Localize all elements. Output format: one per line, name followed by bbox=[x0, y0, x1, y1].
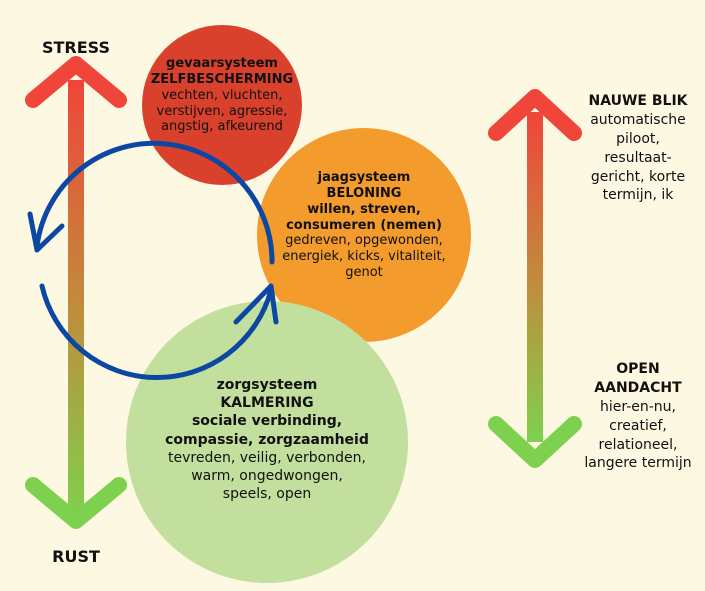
cycle-arrow-lower bbox=[39, 283, 274, 381]
threat-text: gevaarsysteem ZELFBESCHERMING vechten, v… bbox=[150, 56, 294, 135]
threat-subtitle: ZELFBESCHERMING bbox=[150, 71, 294, 87]
stress-rust-arrow bbox=[25, 56, 127, 529]
open-attention-line: hier-en-nu, bbox=[599, 398, 677, 415]
open-attention-title-1: OPEN bbox=[616, 361, 660, 377]
narrow-focus-line: piloot, bbox=[616, 130, 660, 147]
open-attention-title-2: AANDACHT bbox=[594, 379, 682, 396]
cycle-arrowhead-upper bbox=[27, 211, 65, 253]
drive-title: jaagsysteem bbox=[317, 170, 411, 185]
drive-circle bbox=[257, 128, 471, 342]
open-attention-text: OPEN AANDACHT hier-en-nu, creatief, rela… bbox=[574, 360, 702, 473]
drive-bold-line: consumeren (nemen) bbox=[286, 217, 442, 233]
narrow-focus-line: automatische bbox=[590, 111, 686, 128]
drive-line: gedreven, opgewonden, bbox=[285, 233, 443, 249]
attention-arrow bbox=[488, 89, 582, 468]
drive-subtitle: BELONING bbox=[326, 185, 402, 201]
narrow-focus-line: gericht, korte bbox=[590, 168, 686, 185]
soothe-line: warm, ongedwongen, bbox=[191, 467, 343, 484]
threat-line: angstig, afkeurend bbox=[161, 119, 283, 135]
soothe-subtitle: KALMERING bbox=[220, 395, 314, 412]
narrow-focus-line: termijn, ik bbox=[602, 187, 674, 204]
threat-line: vechten, vluchten, bbox=[161, 87, 283, 103]
drive-line: genot bbox=[345, 265, 383, 281]
soothe-text: zorgsysteem KALMERING sociale verbinding… bbox=[150, 376, 384, 503]
soothe-line: speels, open bbox=[222, 486, 312, 503]
stress-label: STRESS bbox=[41, 38, 110, 57]
drive-line: energiek, kicks, vitaliteit, bbox=[282, 249, 446, 265]
rust-label: RUST bbox=[52, 547, 100, 566]
soothe-line: tevreden, veilig, verbonden, bbox=[168, 449, 366, 466]
soothe-bold-line: sociale verbinding, bbox=[191, 413, 343, 430]
narrow-focus-text: NAUWE BLIK automatische piloot, resultaa… bbox=[578, 92, 698, 205]
cycle-arrows bbox=[27, 140, 279, 381]
threat-line: verstijven, agressie, bbox=[156, 103, 288, 119]
drive-bold-line: willen, streven, bbox=[307, 201, 421, 217]
cycle-arrow-upper bbox=[34, 140, 275, 265]
open-attention-line: langere termijn bbox=[584, 455, 692, 472]
drive-text: jaagsysteem BELONING willen, streven, co… bbox=[276, 170, 452, 281]
open-attention-line: relationeel, bbox=[598, 436, 678, 453]
cycle-arrowhead-lower bbox=[233, 283, 279, 325]
soothe-title: zorgsysteem bbox=[216, 377, 318, 393]
soothe-bold-line: compassie, zorgzaamheid bbox=[165, 431, 369, 448]
threat-title: gevaarsysteem bbox=[166, 56, 278, 71]
open-attention-line: creatief, bbox=[609, 417, 667, 434]
narrow-focus-title: NAUWE BLIK bbox=[588, 93, 688, 109]
narrow-focus-line: resultaat- bbox=[604, 149, 672, 166]
